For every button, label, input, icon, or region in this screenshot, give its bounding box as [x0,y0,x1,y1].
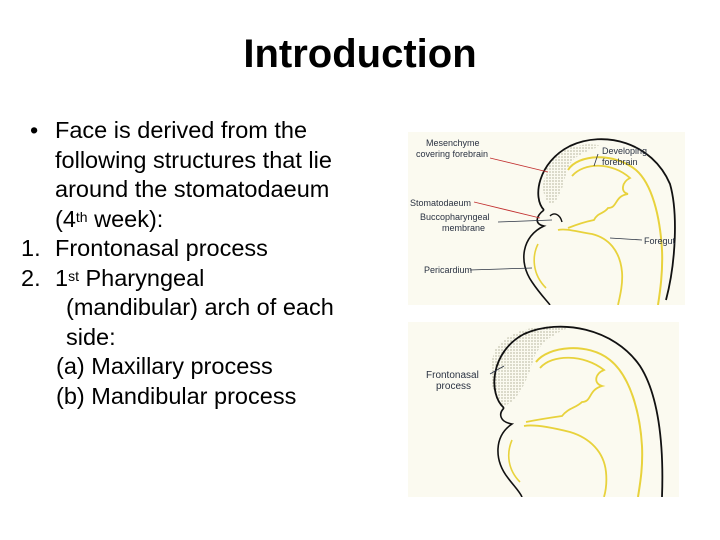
leader-frontonasal [489,365,505,375]
label-stomatodaeum: Stomatodaeum [410,198,471,208]
intro-line-4-post: week): [87,205,164,232]
intro-line-4-pre: (4 [55,205,76,232]
leader-mesenchyme [489,157,549,173]
embryo-outline [537,138,676,301]
forebrain-tube-inner-bottom [525,356,606,423]
sub-item-b: (b) Mandibular process [56,382,297,409]
leader-developing [593,153,599,167]
label-foregut: Foregut [644,236,676,246]
item-1-text: Frontonasal process [55,235,268,261]
leader-bucco [497,219,553,223]
mesenchyme-region [543,144,603,204]
label-pericardium: Pericardium [424,265,472,275]
embryo-outline-bottom [493,325,664,498]
buccopharyngeal-membrane [549,213,563,223]
label-developing-2: forebrain [602,157,638,167]
item-1-number: 1. [21,235,41,261]
embryo-diagram-bottom-drawing: Frontonasal process [426,325,664,498]
foregut-tube-bottom [523,424,608,498]
label-mesenchyme-1: Mesenchyme [426,138,480,148]
slide-title: Introduction [243,32,477,76]
intro-line-1: Face is derived from the [55,117,308,143]
item-2-line-1: 1st Pharyngeal [55,264,204,294]
bullet-marker: • [30,117,39,143]
sub-item-a: (a) Maxillary process [56,353,273,379]
forebrain-tube-inner [567,164,632,229]
intro-line-4: (4th week): [55,205,163,235]
item-2-post: Pharyngeal [78,264,205,291]
forebrain-tube-bottom [535,347,644,498]
foregut-tube [557,228,624,306]
frontonasal-region [491,326,568,406]
label-developing-1: Developing [602,146,647,156]
item-2-number: 2. [21,264,41,291]
leader-stomatodaeum [473,201,541,219]
intro-line-4-sup: th [75,208,88,225]
intro-line-3: around the stomatodaeum [55,176,330,202]
stomatodaeum-outline-bottom [497,407,523,498]
label-bucco-1: Buccopharyngeal [420,212,490,222]
item-2-line-3: side: [66,323,116,350]
item-2-pre: 1 [55,264,69,291]
label-frontonasal-1: Frontonasal [426,370,479,381]
label-frontonasal-2: process [436,381,471,392]
embryo-diagram-bottom: Frontonasal process [408,322,679,498]
leader-foregut [609,237,643,241]
pericardium-outline-bottom [507,439,521,483]
leader-pericardium [469,267,533,271]
embryo-diagram-top: Mesenchyme covering forebrain Developing… [408,132,685,306]
stomatodaeum-outline [523,209,551,306]
intro-line-2: following structures that lie [55,146,332,173]
pericardium-outline [533,243,547,289]
item-2-sup: st [68,267,79,284]
label-bucco-2: membrane [442,223,485,233]
embryo-diagram-top-drawing: Mesenchyme covering forebrain Developing… [410,138,676,306]
forebrain-tube [567,156,664,306]
item-2-line-2: (mandibular) arch of each [66,294,334,320]
label-mesenchyme-2: covering forebrain [416,149,488,159]
